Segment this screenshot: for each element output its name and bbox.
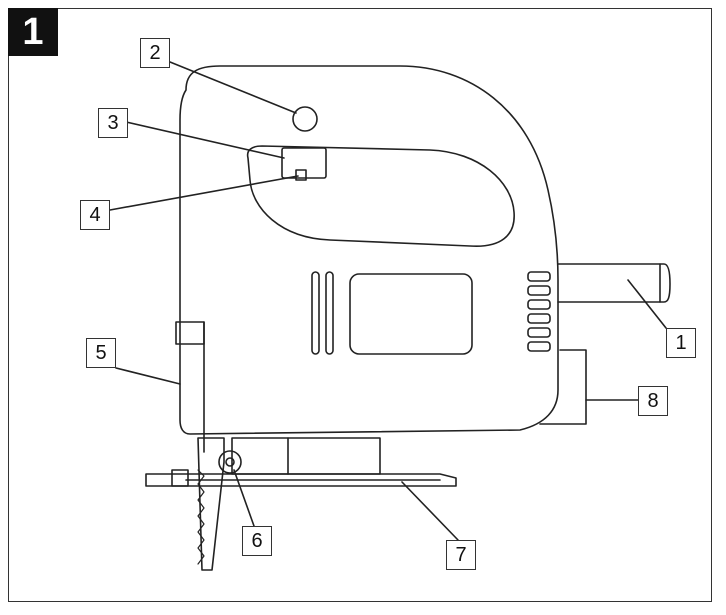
callout-4: 4 (80, 200, 110, 230)
rear-vent (527, 341, 551, 352)
rear-vent (527, 285, 551, 296)
saw-blade (197, 437, 225, 571)
callout-7: 7 (446, 540, 476, 570)
handle-opening (246, 145, 515, 247)
label-plate (349, 273, 473, 355)
figure-number: 1 (8, 8, 58, 56)
rear-vent (527, 313, 551, 324)
vent-slot (325, 271, 334, 355)
blade-teeth (197, 469, 205, 565)
leader-line-6 (233, 469, 255, 527)
lock-button (292, 106, 318, 132)
base-plate (145, 473, 457, 487)
speed-dial (295, 169, 307, 181)
rear-vent (527, 299, 551, 310)
leader-line-7 (401, 481, 459, 541)
leader-line-4 (109, 175, 299, 211)
trigger-switch (281, 147, 327, 179)
leader-line-1 (627, 279, 667, 329)
bevel-knob (218, 450, 242, 474)
rear-vent (527, 271, 551, 282)
dust-port (557, 263, 671, 303)
leader-line-3 (125, 121, 285, 159)
callout-1: 1 (666, 328, 696, 358)
bevel-knob-center (225, 457, 235, 467)
callout-8: 8 (638, 386, 668, 416)
leader-line-2 (169, 61, 297, 114)
tool-body-outline (179, 65, 559, 435)
base-plate-screw (171, 469, 189, 487)
callout-2: 2 (140, 38, 170, 68)
vent-slot (311, 271, 320, 355)
lower-housing (231, 437, 381, 475)
callout-6: 6 (242, 526, 272, 556)
rear-vent (527, 327, 551, 338)
callout-3: 3 (98, 108, 128, 138)
leader-line-5 (115, 367, 181, 385)
figure-frame (8, 8, 712, 602)
leader-line-8 (539, 349, 587, 425)
callout-5: 5 (86, 338, 116, 368)
